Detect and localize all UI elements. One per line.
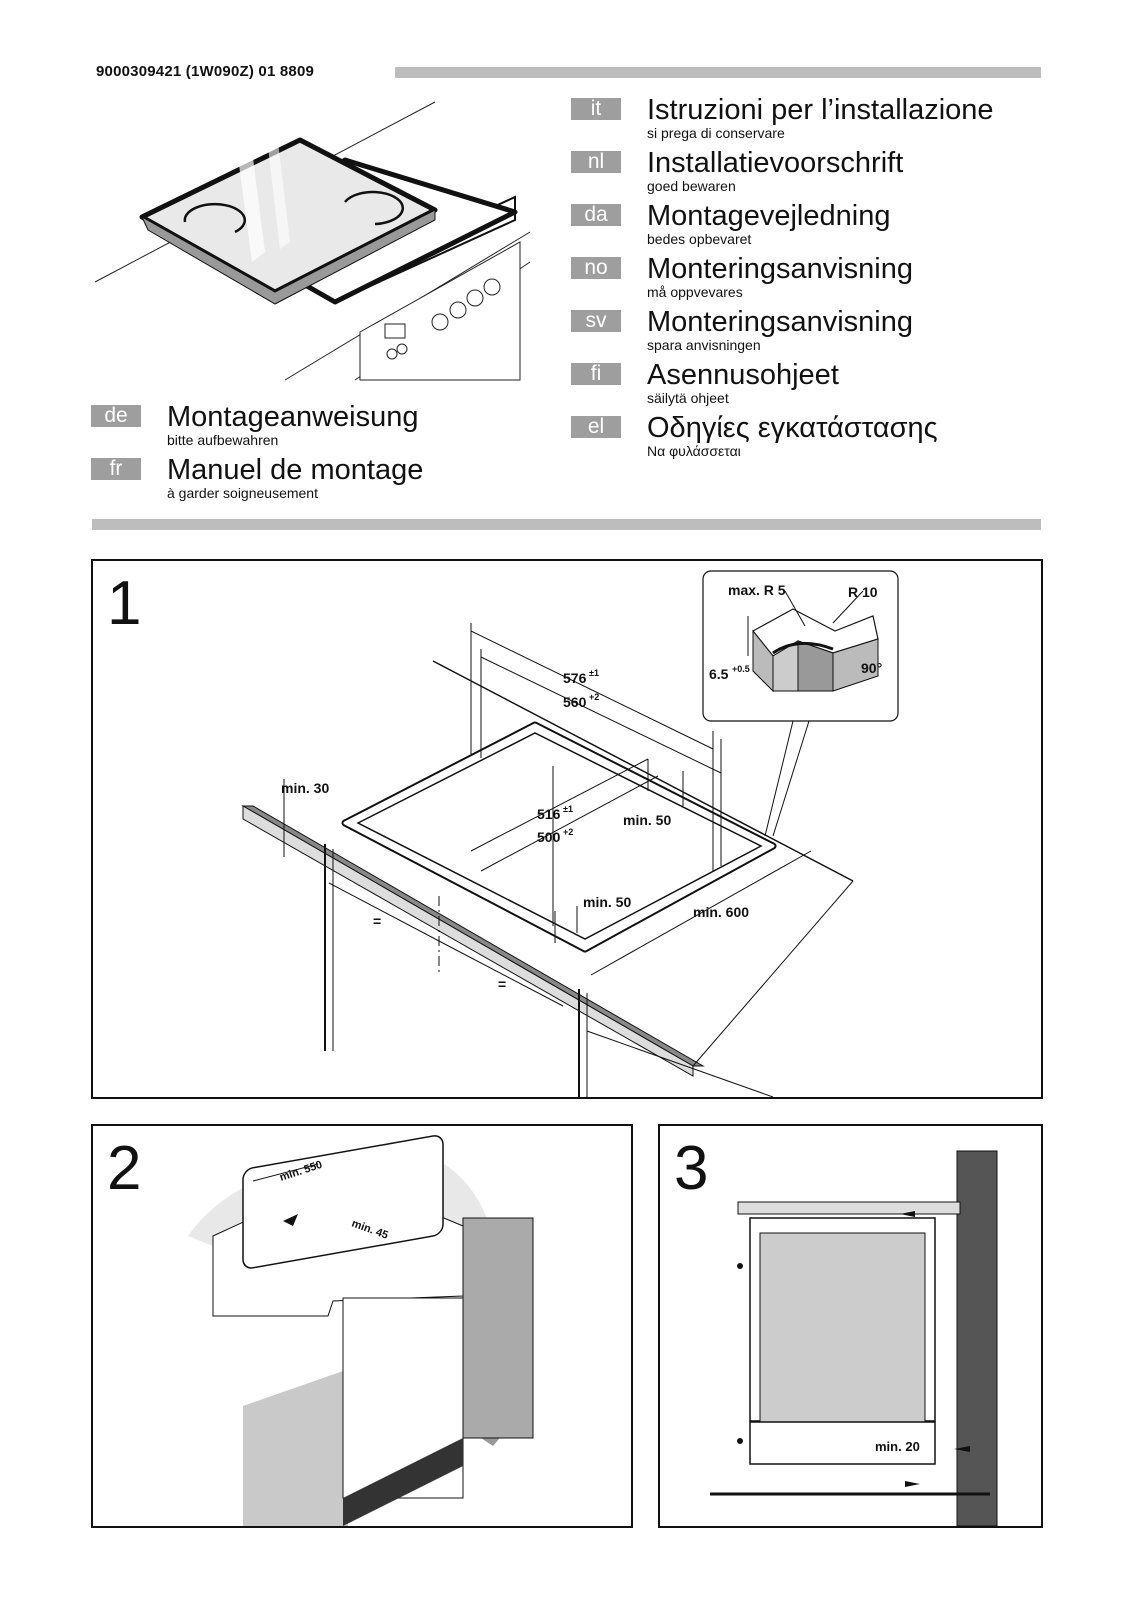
language-subtitle: à garder soigneusement bbox=[167, 485, 318, 501]
label-500: 500 bbox=[537, 829, 561, 845]
language-title: Manuel de montage bbox=[167, 454, 424, 486]
language-code-badge: el bbox=[571, 416, 621, 438]
language-code-badge: no bbox=[571, 257, 621, 279]
label-min-50: min. 50 bbox=[623, 812, 671, 828]
label-min-50: min. 50 bbox=[583, 894, 631, 910]
panel-3: 3 min. 20 bbox=[658, 1124, 1043, 1528]
language-title: Montageanweisung bbox=[167, 401, 419, 433]
language-subtitle: må oppvevares bbox=[647, 284, 743, 300]
panel-2: 2 min. 550 min. 45 bbox=[91, 1124, 633, 1528]
language-title: Monteringsanvisning bbox=[647, 253, 913, 285]
label-depth: 6.5 bbox=[709, 666, 729, 682]
cabinet-diagram: min. 550 min. 45 bbox=[188, 1135, 534, 1526]
language-code-badge: fr bbox=[91, 458, 141, 480]
language-title: Asennusohjeet bbox=[647, 359, 839, 391]
language-title: Monteringsanvisning bbox=[647, 306, 913, 338]
language-title: Οδηγίες εγκατάστασης bbox=[647, 412, 938, 444]
label-516-tol: ±1 bbox=[563, 804, 573, 814]
language-code-badge: it bbox=[571, 98, 621, 120]
language-subtitle: goed bewaren bbox=[647, 178, 736, 194]
label-max-r5: max. R 5 bbox=[728, 582, 786, 598]
panel-number: 3 bbox=[674, 1134, 709, 1203]
cutout-diagram: min. 30 576 ±1 560 +2 516 ±1 500 +2 min.… bbox=[241, 570, 899, 1097]
language-subtitle: bedes opbevaret bbox=[647, 231, 752, 247]
language-code-badge: nl bbox=[571, 151, 621, 173]
label-min-20: min. 20 bbox=[875, 1439, 920, 1454]
language-title: Istruzioni per l’installazione bbox=[647, 94, 994, 126]
side-section-diagram: min. 20 bbox=[710, 1150, 998, 1526]
language-subtitle: Να φυλάσσεται bbox=[647, 443, 741, 459]
language-code-badge: da bbox=[571, 204, 621, 226]
label-576: 576 bbox=[563, 670, 587, 686]
header-divider bbox=[395, 67, 1041, 78]
panel-number: 1 bbox=[107, 569, 142, 638]
language-code-badge: de bbox=[91, 405, 141, 427]
language-subtitle: säilytä ohjeet bbox=[647, 390, 729, 406]
language-code-badge: fi bbox=[571, 363, 621, 385]
document-number: 9000309421 (1W090Z) 01 8809 bbox=[96, 63, 315, 80]
label-equal: = bbox=[498, 976, 506, 992]
label-500-tol: +2 bbox=[563, 827, 573, 837]
panel-1: 1 bbox=[91, 559, 1043, 1099]
label-560-tol: +2 bbox=[589, 692, 599, 702]
language-subtitle: bitte aufbewahren bbox=[167, 432, 279, 448]
language-code-badge: sv bbox=[571, 310, 621, 332]
label-560: 560 bbox=[563, 694, 587, 710]
label-min-600: min. 600 bbox=[693, 904, 749, 920]
language-subtitle: si prega di conservare bbox=[647, 125, 785, 141]
label-angle: 90° bbox=[861, 660, 882, 676]
label-min-30: min. 30 bbox=[281, 780, 329, 796]
language-title: Montagevejledning bbox=[647, 200, 891, 232]
label-r10: R 10 bbox=[848, 584, 878, 600]
label-576-tol: ±1 bbox=[589, 668, 599, 678]
hob-illustration bbox=[94, 101, 531, 381]
language-subtitle: spara anvisningen bbox=[647, 337, 761, 353]
label-516: 516 bbox=[537, 806, 561, 822]
label-equal: = bbox=[373, 913, 381, 929]
label-depth-tol: +0.5 bbox=[732, 664, 750, 674]
language-title: Installatievoorschrift bbox=[647, 147, 904, 179]
section-divider bbox=[92, 519, 1041, 530]
panel-number: 2 bbox=[107, 1134, 142, 1203]
